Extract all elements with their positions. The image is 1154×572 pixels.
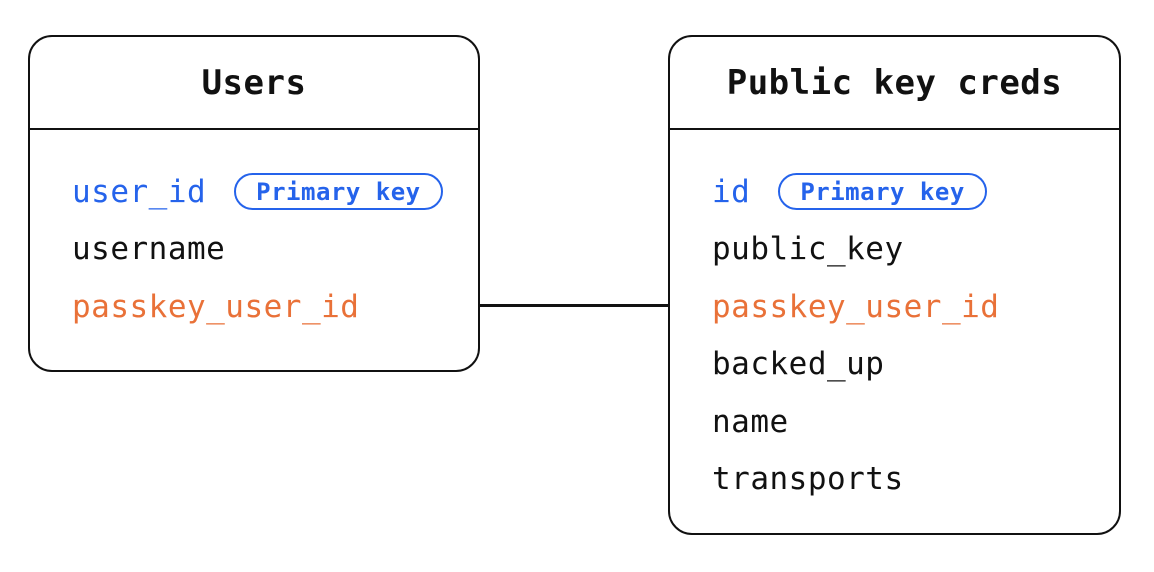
users-table-header: Users [30,37,478,130]
field-name: transports [712,461,904,498]
users-table: Users user_id Primary key username passk… [28,35,480,372]
field-row-public-key: public_key [712,221,1119,279]
users-table-title: Users [201,62,307,103]
field-name: backed_up [712,346,885,383]
relationship-connector [480,304,668,307]
field-row-passkey-user-id: passkey_user_id [72,278,478,336]
field-row-passkey-user-id: passkey_user_id [712,278,1119,336]
field-name: user_id [72,173,207,210]
field-row-transports: transports [712,451,1119,509]
public-key-creds-table-fields: id Primary key public_key passkey_user_i… [670,130,1119,508]
primary-key-badge: Primary key [778,173,987,211]
field-name: passkey_user_id [712,288,1000,325]
public-key-creds-table-title: Public key creds [726,62,1063,103]
field-row-user-id: user_id Primary key [72,163,478,221]
public-key-creds-table-header: Public key creds [670,37,1119,130]
field-name: passkey_user_id [72,288,360,325]
field-row-id: id Primary key [712,163,1119,221]
field-row-name: name [712,393,1119,451]
field-name: name [712,403,789,440]
users-table-fields: user_id Primary key username passkey_use… [30,130,478,336]
public-key-creds-table: Public key creds id Primary key public_k… [668,35,1121,535]
field-row-backed-up: backed_up [712,336,1119,394]
field-name: public_key [712,231,904,268]
field-name: id [712,173,751,210]
field-name: username [72,231,226,268]
primary-key-badge: Primary key [234,173,443,211]
field-row-username: username [72,221,478,279]
